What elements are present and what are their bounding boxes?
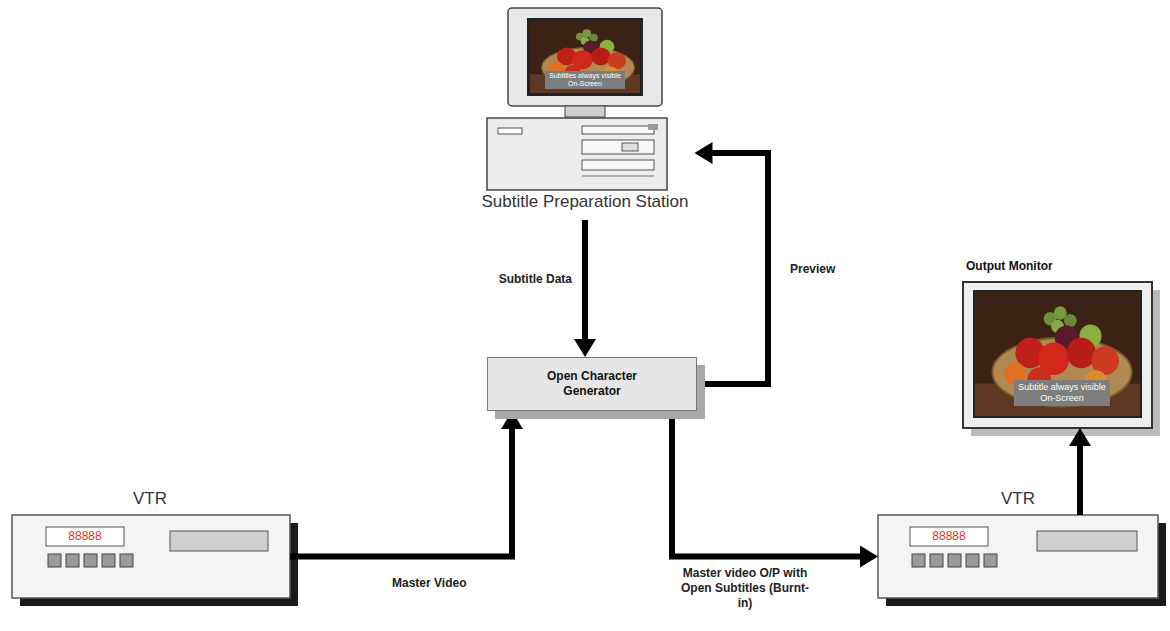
vtr-illustration-part <box>120 554 133 567</box>
vtr: VTR88888 <box>878 515 1158 598</box>
workstation-illustration-part <box>487 118 667 190</box>
connector-arrow <box>290 411 523 557</box>
workstation-illustration-part <box>582 176 654 177</box>
output-monitor-illustration-part <box>971 290 1160 436</box>
workstation-illustration-part <box>582 160 654 170</box>
vtr-illustration-part <box>912 554 925 567</box>
vtr-illustration-part <box>878 515 1158 598</box>
workstation-illustration-part <box>527 18 643 96</box>
edge-label: Preview <box>790 262 835 277</box>
connector-line <box>1077 444 1083 515</box>
device-label: VTR <box>1001 489 1035 509</box>
workstation-illustration-part <box>582 140 654 154</box>
connector-arrow <box>574 220 596 357</box>
screen-subtitle: Subtitle always visible On-Screen <box>1014 380 1110 406</box>
counter-display: 88888 <box>46 528 124 544</box>
monitor-label: Output Monitor <box>966 259 1053 274</box>
arrow-head <box>574 339 596 357</box>
vtr-illustration-part <box>930 554 943 567</box>
process-box: Open Character Generator <box>487 357 697 411</box>
vtr-illustration-part <box>948 554 961 567</box>
vtr-illustration-part <box>170 531 268 551</box>
edge-label: Master video O/P with Open Subtitles (Bu… <box>681 566 809 611</box>
arrow-head <box>695 142 713 164</box>
vtr-illustration <box>12 515 298 606</box>
vtr-illustration-part <box>966 554 979 567</box>
workstation-illustration-part <box>582 126 654 134</box>
workstation-illustration-part <box>508 8 662 106</box>
connector-line <box>582 220 588 341</box>
arrow-head <box>1069 428 1091 446</box>
vtr-illustration-part <box>1037 531 1137 551</box>
vtr-illustration-part <box>910 527 988 546</box>
edge-label: Subtitle Data <box>499 272 572 287</box>
connector-line <box>672 411 862 557</box>
workstation-illustration-part <box>530 21 640 93</box>
counter-display: 88888 <box>910 528 988 544</box>
output-monitor-illustration-part <box>973 290 1142 418</box>
output-monitor: Output MonitorSubtitle always visible On… <box>963 282 1152 428</box>
vtr: VTR88888 <box>12 515 290 598</box>
workstation-illustration-part <box>565 106 605 117</box>
box-label: Open Character Generator <box>527 369 657 399</box>
vtr-illustration-part <box>48 554 61 567</box>
connector-line <box>697 153 768 384</box>
output-monitor-illustration <box>963 282 1160 436</box>
connector-line <box>290 427 512 557</box>
screen-subtitle: Subtitles always visible On-Screen <box>545 71 625 89</box>
device-label: VTR <box>133 489 167 509</box>
output-monitor-illustration-part <box>963 282 1152 428</box>
vtr-illustration-part <box>12 515 290 598</box>
workstation-illustration-part <box>498 128 522 134</box>
vtr-illustration <box>878 515 1166 606</box>
vtr-illustration-part <box>984 554 997 567</box>
workstation-illustration <box>487 8 667 190</box>
vtr-illustration-part <box>102 554 115 567</box>
vtr-illustration-part <box>46 527 124 546</box>
workstation-illustration-part <box>648 124 658 130</box>
connector-arrow <box>1069 428 1091 515</box>
workstation: Subtitles always visible On-ScreenSubtit… <box>476 8 695 220</box>
arrow-head <box>501 411 523 429</box>
arrow-head <box>860 546 878 568</box>
edge-label: Master Video <box>392 576 466 591</box>
output-monitor-illustration-part <box>975 292 1140 416</box>
vtr-illustration-part <box>84 554 97 567</box>
connector-arrow <box>695 142 769 384</box>
connector-arrow <box>672 411 878 568</box>
station-label: Subtitle Preparation Station <box>482 192 689 212</box>
workstation-illustration-part <box>622 143 638 151</box>
vtr-illustration-part <box>66 554 79 567</box>
